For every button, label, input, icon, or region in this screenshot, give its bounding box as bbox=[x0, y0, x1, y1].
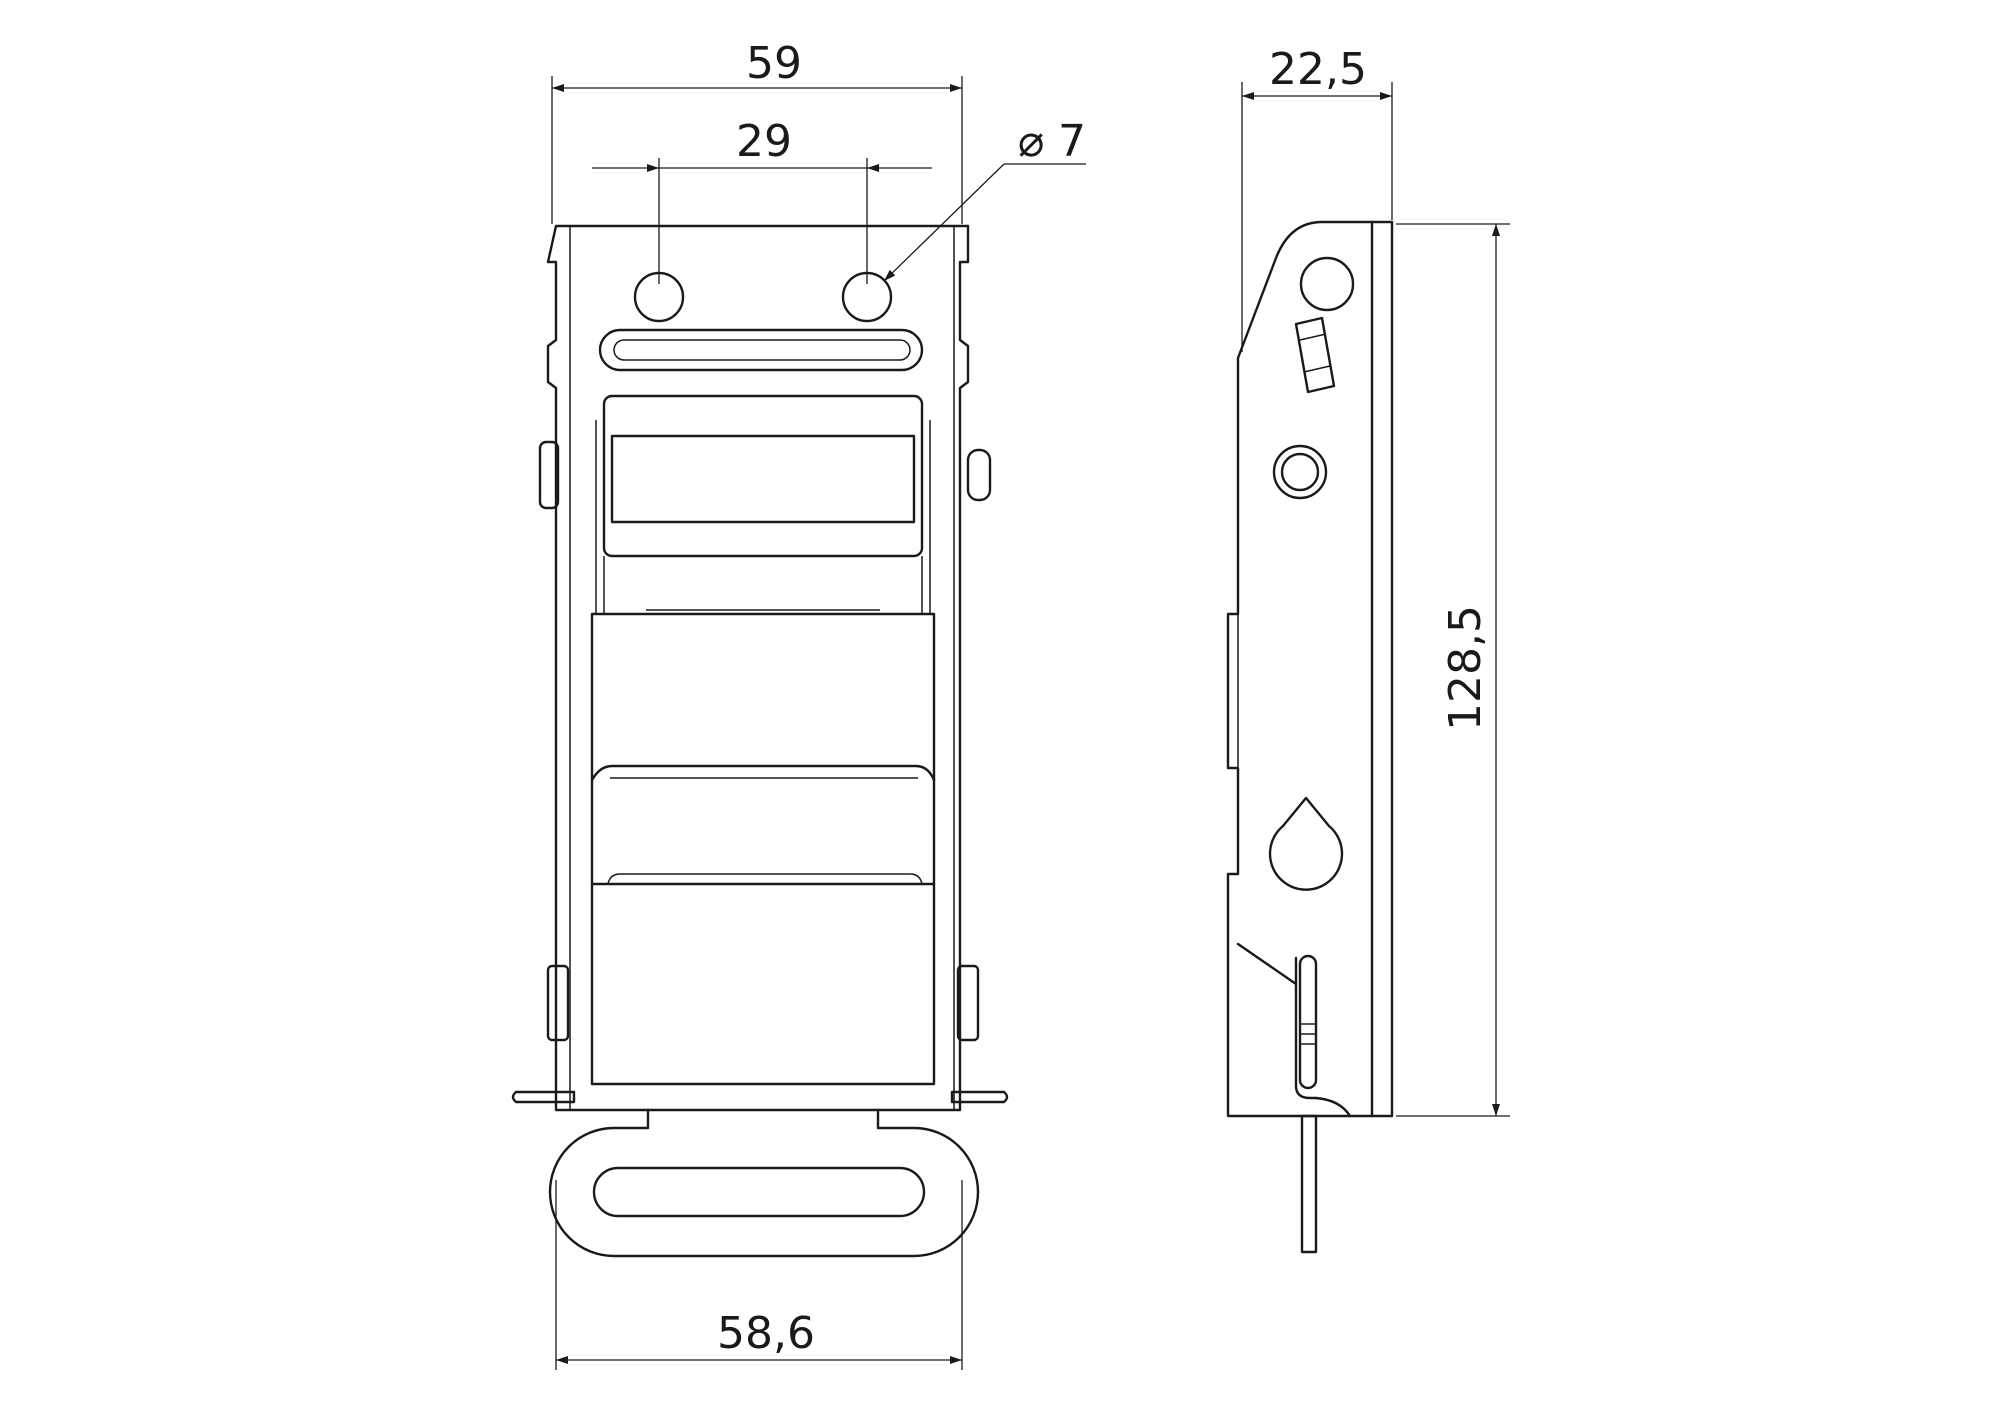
dimension-hole-spacing: 29 bbox=[592, 116, 932, 284]
side-strap-end bbox=[1300, 1114, 1318, 1254]
dimension-overall-height: 128,5 bbox=[1396, 223, 1510, 1117]
side-hook bbox=[1294, 956, 1318, 1100]
dim-symbol-diameter: ⌀ bbox=[1018, 116, 1045, 167]
dimension-hole-diameter: ⌀ 7 bbox=[883, 116, 1086, 282]
side-back-plate bbox=[1370, 220, 1394, 1118]
dim-label-overall-height: 128,5 bbox=[1440, 605, 1491, 731]
side-latch-pin bbox=[1298, 954, 1318, 1090]
dim-label-hole-spacing: 29 bbox=[736, 116, 792, 167]
teardrop-hole bbox=[1268, 796, 1344, 891]
lever-body bbox=[590, 612, 936, 1086]
side-spring bbox=[1294, 316, 1336, 394]
dim-label-overall-width: 59 bbox=[746, 38, 802, 89]
upper-lever-roller bbox=[610, 434, 916, 524]
side-pivot-hole bbox=[1299, 256, 1355, 312]
dim-label-bottom-width: 58,6 bbox=[717, 1308, 815, 1359]
strap-loop bbox=[548, 1108, 980, 1258]
dim-label-hole-diameter: 7 bbox=[1058, 116, 1086, 167]
dimension-side-depth: 22,5 bbox=[1241, 44, 1393, 352]
hook-left bbox=[546, 964, 570, 1042]
pivot-left bbox=[538, 440, 560, 510]
dimension-bottom-width: 58,6 bbox=[555, 1180, 963, 1370]
side-body bbox=[1226, 220, 1374, 1118]
pin-left bbox=[511, 1090, 576, 1104]
upper-lever-frame bbox=[602, 394, 924, 558]
hook-right bbox=[956, 964, 980, 1042]
pivot-right bbox=[966, 448, 992, 502]
top-slot-outer bbox=[598, 328, 924, 372]
strap-loop-slot bbox=[592, 1166, 926, 1218]
side-view bbox=[1226, 220, 1394, 1254]
front-base-plate bbox=[546, 224, 970, 1112]
side-rivet bbox=[1272, 444, 1328, 500]
pin-right bbox=[950, 1090, 1009, 1104]
dimension-overall-width: 59 bbox=[551, 38, 963, 224]
dim-label-side-depth: 22,5 bbox=[1269, 44, 1367, 95]
top-slot-inner bbox=[613, 339, 911, 361]
front-view bbox=[511, 224, 1009, 1258]
